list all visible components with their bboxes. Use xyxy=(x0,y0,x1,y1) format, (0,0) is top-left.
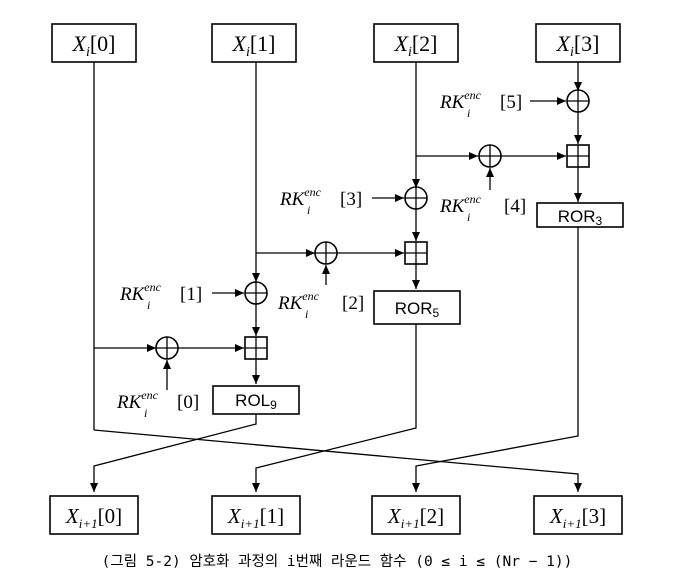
svg-text:RKenc: RKenc xyxy=(439,88,482,113)
svg-text:Xi[2]: Xi[2] xyxy=(394,31,438,60)
round-key-label-1: RKenc i [1] xyxy=(119,280,202,312)
rotation-box-ror3: ROR3 xyxy=(536,202,624,228)
output-box-1: Xi+1[1] xyxy=(211,495,301,535)
round-key-label-4: RKenc i [4] xyxy=(439,192,526,224)
output-box-3: Xi+1[3] xyxy=(533,495,623,535)
figure-caption: (그림 5-2) 암호화 과정의 i번째 라운드 함수 (0 ≤ i ≤ (Nr… xyxy=(102,553,573,570)
svg-text:ROR3: ROR3 xyxy=(558,207,603,228)
svg-text:RKenc: RKenc xyxy=(277,289,320,314)
xor-node-rk2 xyxy=(314,241,338,265)
input-box-0: Xi[0] xyxy=(51,23,137,63)
svg-text:RKenc: RKenc xyxy=(439,192,482,217)
svg-text:i: i xyxy=(147,298,150,312)
svg-text:RKenc: RKenc xyxy=(279,185,322,210)
svg-text:RKenc: RKenc xyxy=(119,280,162,305)
svg-text:Xi+1[3]: Xi+1[3] xyxy=(549,504,606,531)
svg-text:i: i xyxy=(305,307,308,321)
svg-text:i: i xyxy=(144,406,147,420)
svg-text:Xi+1[1]: Xi+1[1] xyxy=(227,504,284,531)
xor-node-rk3 xyxy=(404,186,428,210)
input-box-1: Xi[1] xyxy=(211,23,297,63)
svg-text:i: i xyxy=(307,203,310,217)
add-node-col2 xyxy=(404,241,428,265)
svg-text:RKenc: RKenc xyxy=(116,388,159,413)
round-key-label-3: RKenc i [3] xyxy=(279,185,362,217)
round-key-label-2: RKenc i [2] xyxy=(277,289,364,321)
svg-text:[0]: [0] xyxy=(177,392,199,413)
svg-text:Xi+1[0]: Xi+1[0] xyxy=(65,504,122,531)
svg-text:ROR5: ROR5 xyxy=(395,299,440,320)
rotation-box-ror5: ROR5 xyxy=(373,290,461,325)
add-node-col1 xyxy=(244,336,268,360)
svg-text:Xi[1]: Xi[1] xyxy=(232,31,276,60)
svg-text:[1]: [1] xyxy=(180,284,202,305)
input-box-2: Xi[2] xyxy=(373,23,459,63)
svg-text:[5]: [5] xyxy=(500,92,522,113)
connection-lines xyxy=(90,62,582,492)
output-box-2: Xi+1[2] xyxy=(371,495,461,535)
round-key-label-5: RKenc i [5] xyxy=(439,88,522,120)
svg-text:[2]: [2] xyxy=(342,293,364,314)
round-key-label-0: RKenc i [0] xyxy=(116,388,199,420)
svg-text:Xi[0]: Xi[0] xyxy=(72,31,116,60)
rotation-box-rol9: ROL9 xyxy=(212,385,300,415)
xor-node-rk1 xyxy=(244,281,268,305)
svg-text:[4]: [4] xyxy=(504,196,526,217)
svg-text:Xi+1[2]: Xi+1[2] xyxy=(387,504,444,531)
add-node-col3 xyxy=(566,144,590,168)
svg-text:i: i xyxy=(467,106,470,120)
svg-text:ROL9: ROL9 xyxy=(235,391,277,412)
xor-node-rk0 xyxy=(155,336,179,360)
svg-text:Xi[3]: Xi[3] xyxy=(556,31,600,60)
svg-text:[3]: [3] xyxy=(340,189,362,210)
xor-node-rk5 xyxy=(566,89,590,113)
input-box-3: Xi[3] xyxy=(535,23,621,63)
svg-text:i: i xyxy=(467,210,470,224)
xor-node-rk4 xyxy=(478,144,502,168)
output-box-0: Xi+1[0] xyxy=(49,495,139,535)
